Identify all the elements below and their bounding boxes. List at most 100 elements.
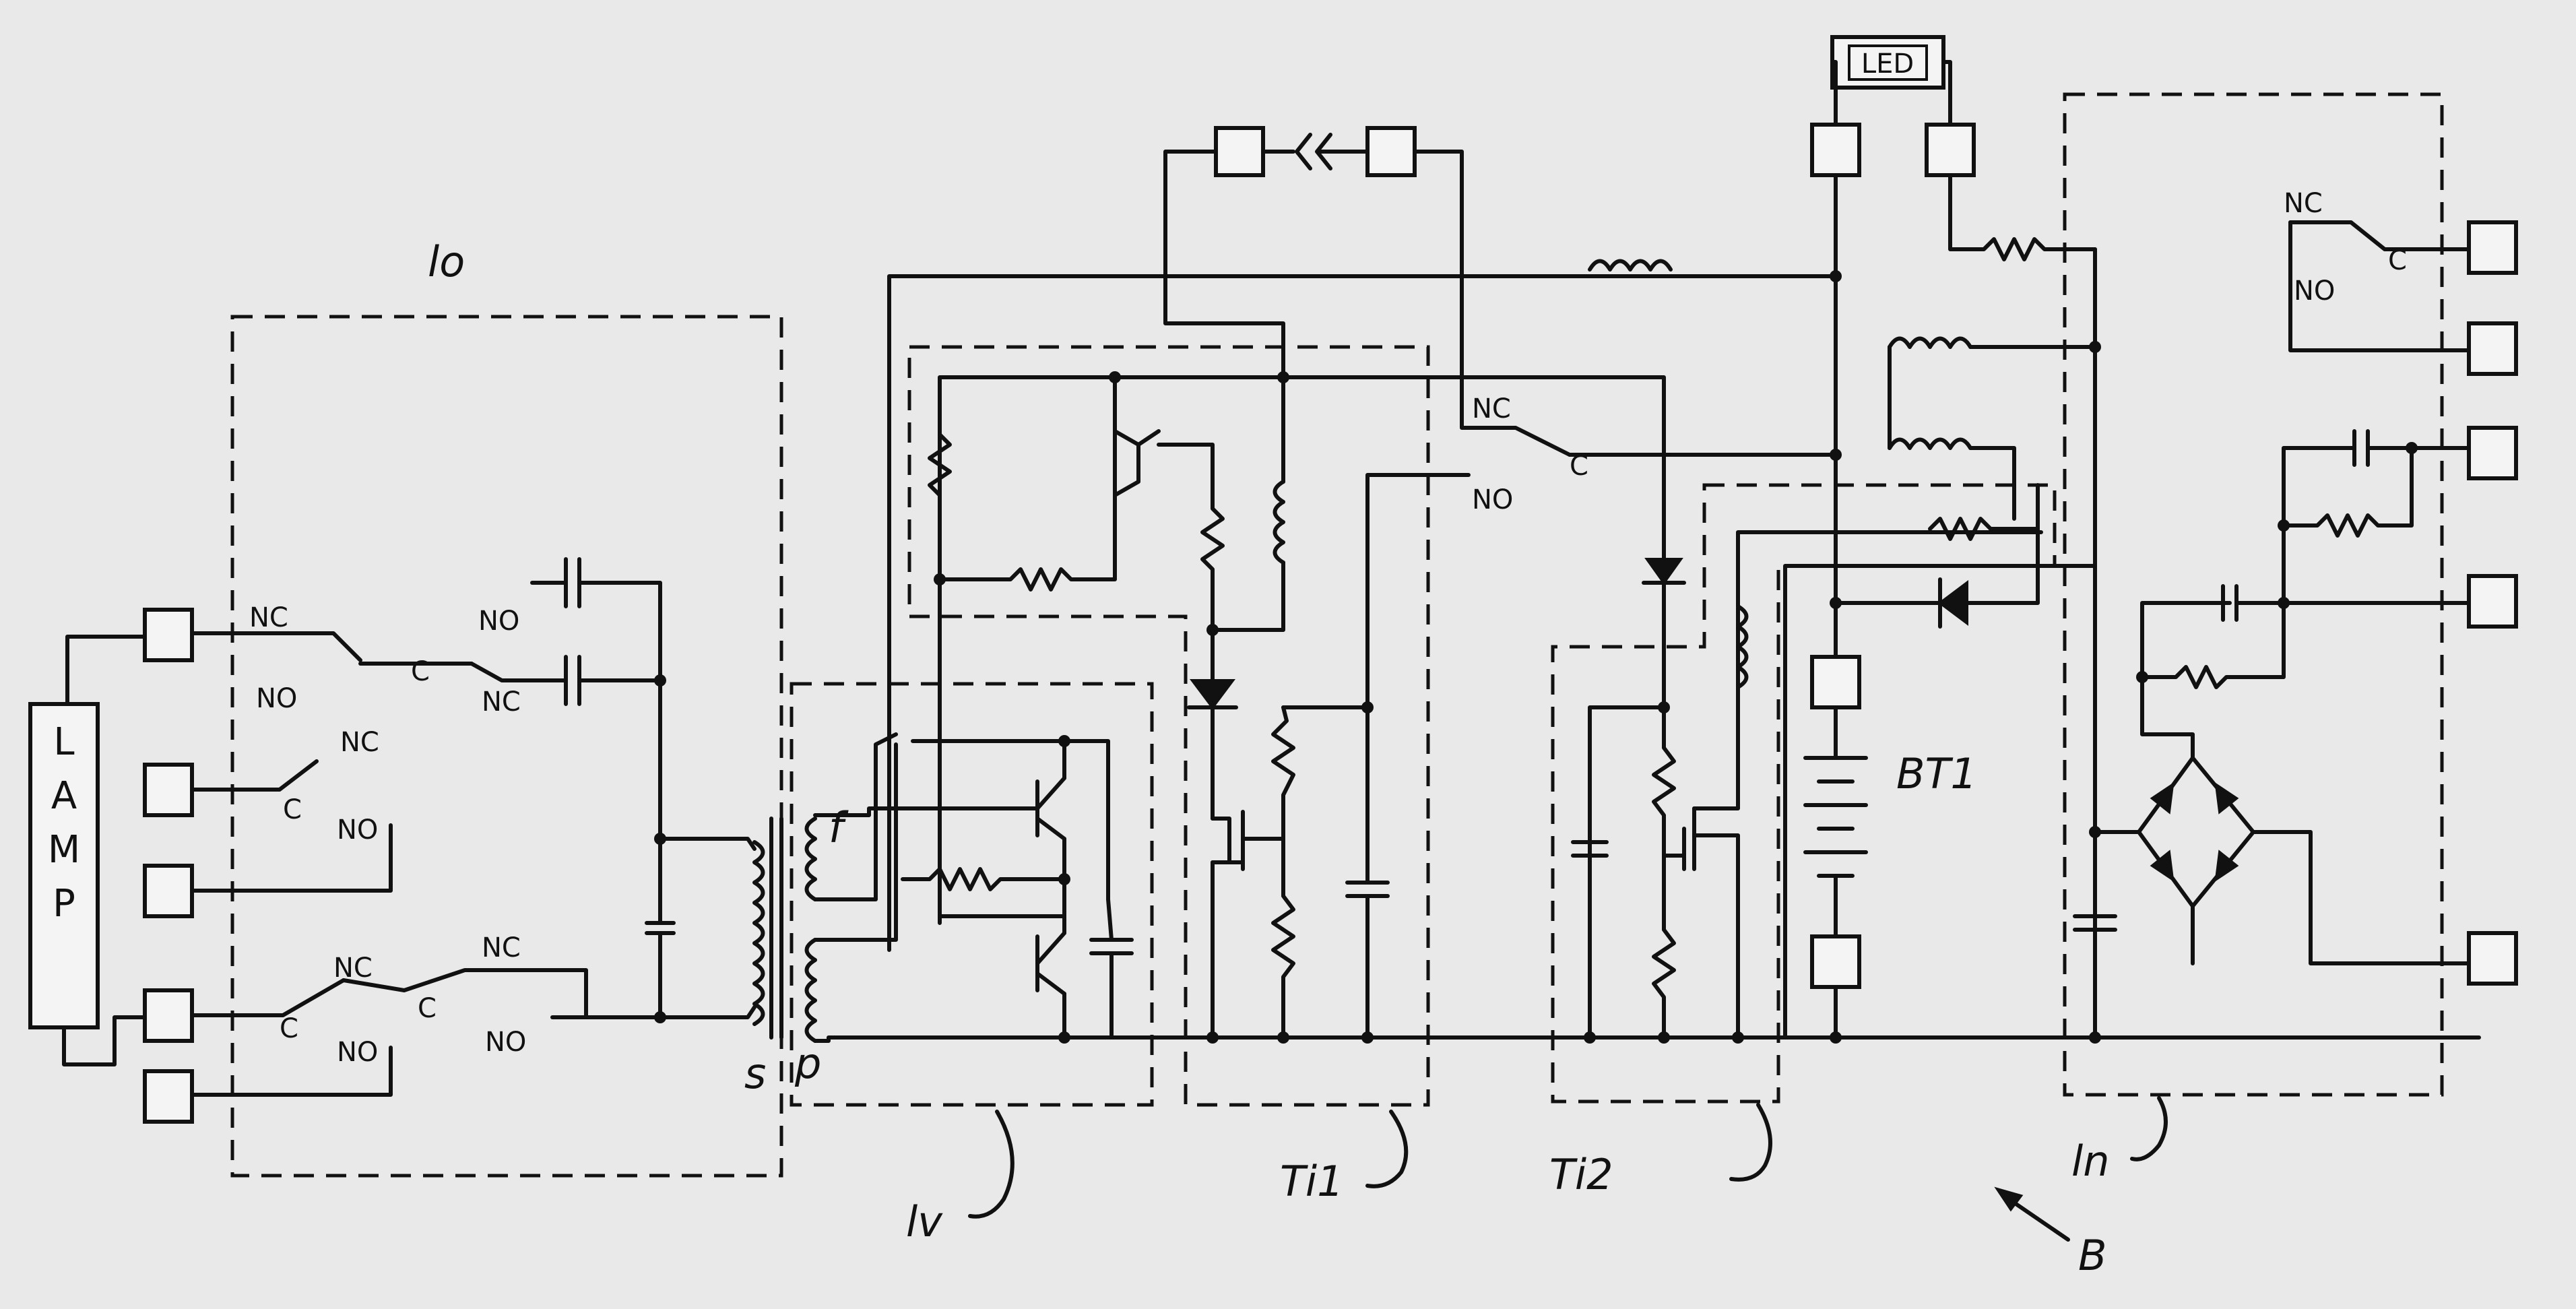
resistor-ln-1 xyxy=(2140,601,2286,689)
junction-ground-5 xyxy=(1658,1031,1670,1044)
wire-f-bottom xyxy=(813,732,898,901)
wire-ti2-sense xyxy=(1783,564,2097,1040)
switch-5-c-label: C xyxy=(418,993,437,1024)
block-ln-leader xyxy=(2130,1096,2168,1161)
block-ln-label: ln xyxy=(2071,1137,2110,1186)
power-input-ln: NC C NO xyxy=(2073,188,2518,1044)
terminal-l2 xyxy=(143,763,194,817)
winding-p-lower xyxy=(804,938,817,1043)
switch-7-nc-label: NC xyxy=(2284,188,2323,219)
middle-switch: NC C NO xyxy=(1472,393,1834,515)
timer-ti1 xyxy=(887,274,2481,1044)
switch-1-nc-wire xyxy=(190,631,362,662)
switch-2-no-label: NO xyxy=(478,606,519,637)
switch-3-arm xyxy=(190,759,319,792)
junction-ti1-4 xyxy=(1206,624,1219,636)
transformer-s-label: s xyxy=(744,1049,766,1098)
junction-ln-1 xyxy=(2089,341,2101,353)
block-ti2-leader xyxy=(1729,1103,1772,1182)
resistor-ti1-3 xyxy=(1157,443,1225,632)
battery-label: BT1 xyxy=(1896,749,1977,798)
terminal-r2 xyxy=(2467,321,2518,376)
primary-bottom-wire xyxy=(719,1005,756,1019)
switch-3-nc-label: NC xyxy=(340,727,379,758)
block-ti1-leader xyxy=(1365,1110,1409,1188)
wire-ti1-right xyxy=(1281,473,1471,709)
led-label: LED xyxy=(1861,49,1914,79)
block-outlines xyxy=(230,92,2444,1178)
bridge-rectifier xyxy=(2137,756,2255,908)
terminal-l1 xyxy=(143,608,194,662)
mosfet-ti2 xyxy=(1662,806,1696,871)
wire-charge-right xyxy=(1965,483,2040,605)
cap-c1-right xyxy=(577,581,662,841)
bridge-diode-2 xyxy=(2214,781,2239,815)
resistor-ti2-2 xyxy=(1652,854,1676,1040)
switch-2-nc-label: NC xyxy=(482,687,521,717)
transformer-core xyxy=(769,817,783,1040)
diode-charge xyxy=(1937,580,1968,626)
block-ti2-label: Ti2 xyxy=(1549,1150,1613,1199)
winding-f-label: f xyxy=(829,803,849,852)
inductor-supply xyxy=(1588,259,1673,272)
switch-4-nc-label: NC xyxy=(333,953,373,984)
junction-ti1-1 xyxy=(934,573,946,585)
transistor-q2 xyxy=(1035,931,1066,996)
wire-inverter-top xyxy=(911,739,1110,901)
winding-p-upper xyxy=(804,817,817,901)
switch-4-arm xyxy=(190,978,346,1017)
terminal-r5 xyxy=(2467,931,2518,986)
junction-batt-3 xyxy=(1830,597,1842,609)
switch-7-no-label: NO xyxy=(2294,276,2335,307)
junction-lv-1 xyxy=(1058,735,1070,747)
switch-3-c-label: C xyxy=(283,794,302,825)
junction-ground-7 xyxy=(1830,1031,1842,1044)
junction-ground-8 xyxy=(2089,1031,2101,1044)
block-ln-outline xyxy=(2063,92,2444,1097)
wire-led-left xyxy=(1830,60,1838,127)
transistor-ti1 xyxy=(1113,429,1161,497)
relay-lo-caps: s p xyxy=(530,557,821,1098)
switch-1-nc-label: NC xyxy=(249,602,288,633)
battery-cells xyxy=(1803,756,1868,878)
wire-ti2-right xyxy=(1692,833,1740,1040)
transformer-winding-s xyxy=(752,840,765,1026)
switch-2-arm xyxy=(470,662,568,682)
wire-led-right xyxy=(1941,60,1952,127)
relay-lo-switches: NC NO C NO NC NC C NO NC C NO NC C NO xyxy=(190,602,723,1097)
switch-7-arm xyxy=(2288,220,2471,251)
block-ti2-outline xyxy=(1551,483,2057,1104)
terminal-battery-bottom xyxy=(1810,934,1861,989)
lamp: L A M P xyxy=(28,635,147,1066)
led-inner-frame xyxy=(1848,44,1928,81)
diode-ti1 xyxy=(1190,679,1235,710)
connector-left xyxy=(1214,126,1265,177)
block-lo-label: lo xyxy=(428,237,465,286)
junction-lv-2 xyxy=(1058,873,1070,885)
junction-batt-2 xyxy=(1830,449,1842,461)
wire-timer-top xyxy=(938,375,1666,925)
wire-lamp-top xyxy=(65,635,147,706)
inductor-ln-2 xyxy=(1888,437,1972,450)
junction-batt-1 xyxy=(1830,270,1842,282)
bridge-diode-4 xyxy=(2214,850,2239,883)
junction-lo-2 xyxy=(654,833,666,845)
block-lv-leader xyxy=(968,1110,1015,1219)
top-connector xyxy=(1163,126,1572,457)
assembly-arrow-head xyxy=(1994,1186,2024,1212)
terminal-r3 xyxy=(2467,426,2518,480)
terminal-l3 xyxy=(143,864,194,918)
bridge-diode-3 xyxy=(2150,850,2175,883)
junction-ground-6 xyxy=(1732,1031,1744,1044)
primary-top-wire xyxy=(658,837,756,851)
connector-plug-symbol xyxy=(1261,133,1370,170)
resistor-ln-2 xyxy=(2282,446,2414,538)
junction-ln-6 xyxy=(2136,671,2148,683)
cap-lv-wires xyxy=(1106,897,1114,1040)
terminal-l4 xyxy=(143,988,194,1043)
resistor-ti1-1 xyxy=(928,433,952,581)
wire-lamp-bottom xyxy=(62,1015,147,1066)
wire-connector-left xyxy=(1163,150,1285,379)
